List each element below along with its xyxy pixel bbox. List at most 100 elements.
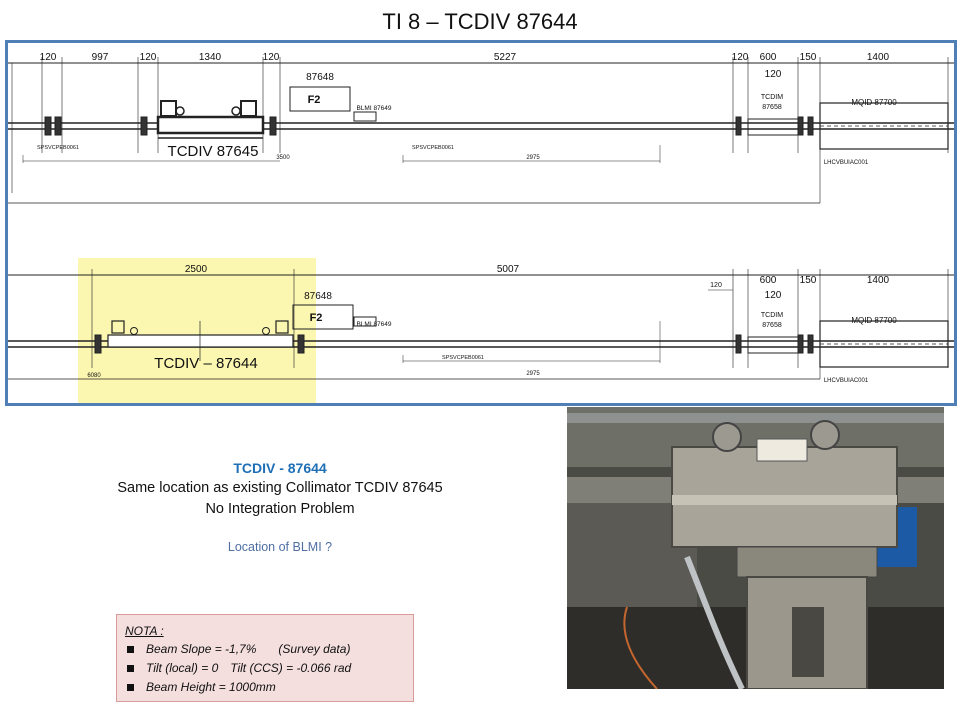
- tcdiv-87644-motor: [111, 320, 125, 334]
- nota-item-text: Beam Height = 1000mm: [146, 680, 276, 694]
- top-dim-text: 997: [92, 52, 109, 63]
- info-location-line: Same location as existing Collimator TCD…: [117, 480, 443, 496]
- bottom-label: 87658: [762, 322, 782, 329]
- f2-box-top: [289, 86, 351, 112]
- beamline-drawing-svg: 120 997 120 1340 120 5227 120 600 150 14…: [8, 52, 954, 403]
- tcdim-top: [747, 118, 799, 136]
- top-text: 120 997 120 1340 120 5227 120 600 150 14…: [37, 52, 897, 166]
- top-dim-text: 1400: [867, 52, 890, 63]
- nota-title: NOTA :: [125, 624, 164, 638]
- nota-item-note: (Survey data): [278, 642, 351, 656]
- f2-box-bottom: [292, 304, 354, 330]
- top-dim-text: 150: [800, 52, 817, 63]
- blmi-top: [353, 111, 377, 122]
- photo-actuator: [712, 422, 742, 452]
- bottom-label: MQID 87700: [851, 316, 897, 325]
- top-flange: [735, 116, 742, 136]
- photo-orange-cable: [623, 606, 658, 689]
- tcdiv-87644-body: [107, 334, 294, 348]
- nota-item-text: Tilt (local) = 0: [146, 661, 219, 675]
- top-label: 87658: [762, 104, 782, 111]
- photo-support-table: [736, 546, 878, 578]
- bottom-dim-text: 5007: [497, 264, 520, 275]
- bottom-dim-text: 120: [765, 290, 782, 301]
- top-label: BLMI 87649: [356, 105, 391, 112]
- slide-title: TI 8 – TCDIV 87644: [382, 9, 578, 34]
- info-blmi-question: Location of BLMI ?: [227, 540, 333, 554]
- top-label: SPSVCPEB0061: [37, 145, 79, 151]
- bottom-flange: [807, 334, 814, 354]
- nota-item-note: Tilt (CCS) = -0.066 rad: [230, 661, 352, 675]
- nota-box: NOTA : Beam Slope = -1,7% (Survey data) T…: [116, 614, 414, 702]
- top-dim-text: 120: [263, 52, 280, 63]
- blmi-bottom: [353, 316, 377, 327]
- top-flange: [797, 116, 804, 136]
- nota-item-text: Beam Slope = -1,7%: [146, 642, 257, 656]
- top-dim-text: 120: [765, 69, 782, 80]
- bottom-label: F2: [310, 312, 323, 324]
- info-integration-line: No Integration Problem: [205, 501, 355, 517]
- photo-actuator: [810, 420, 840, 450]
- tcdiv-87644-highlight: [78, 258, 316, 403]
- top-flange: [269, 116, 277, 136]
- tcdiv-87645-knob: [231, 106, 241, 116]
- photo-warning-label: [756, 438, 808, 462]
- bottom-flange: [735, 334, 742, 354]
- bottom-label: LHCVBUIAC001: [824, 378, 869, 384]
- photo-cable-tray: [567, 413, 944, 423]
- top-dim-text: 5227: [494, 52, 517, 63]
- tcdiv-87645-knob: [175, 106, 185, 116]
- beamline-drawing: 120 997 120 1340 120 5227 120 600 150 14…: [5, 40, 957, 406]
- bottom-dim-text: 1400: [867, 275, 890, 286]
- top-label: MQID 87700: [851, 98, 897, 107]
- bottom-label: TCDIM: [761, 312, 783, 319]
- bullet-icon: [127, 664, 134, 672]
- top-dim-text: 120: [40, 52, 57, 63]
- top-label: TCDIM: [761, 94, 783, 101]
- top-dim-text: 120: [140, 52, 157, 63]
- bottom-dim-text: 150: [800, 275, 817, 286]
- bottom-label: TCDIV – 87644: [154, 355, 257, 372]
- top-label: TCDIV 87645: [168, 143, 259, 160]
- tcdiv-87644-knob: [262, 327, 270, 335]
- top-layout: [8, 57, 954, 204]
- top-dim-text: 600: [760, 52, 777, 63]
- bottom-label: 87648: [304, 291, 332, 302]
- top-label: 87648: [306, 72, 334, 83]
- top-flange: [140, 116, 148, 136]
- top-flange: [807, 116, 814, 136]
- bullet-icon: [127, 645, 134, 653]
- bottom-flange: [94, 334, 102, 354]
- photo-cables: [684, 555, 745, 689]
- nota-item: Tilt (local) = 0 Tilt (CCS) = -0.066 rad: [125, 659, 405, 678]
- tcdiv-87644-knob: [130, 327, 138, 335]
- top-flange: [54, 116, 62, 136]
- bottom-label: BLMI 87649: [356, 321, 391, 328]
- bullet-icon: [127, 683, 134, 691]
- tcdiv-87645-motor: [160, 100, 177, 117]
- top-label: SPSVCPEB0061: [412, 145, 454, 151]
- bottom-label: SPSVCPEB0061: [442, 355, 484, 361]
- info-block: TCDIV - 87644 Same location as existing …: [60, 458, 500, 555]
- top-flange: [44, 116, 52, 136]
- bottom-flange: [797, 334, 804, 354]
- bottom-layout: [8, 269, 954, 380]
- top-dim-text: 120: [732, 52, 749, 63]
- top-label: 2975: [526, 155, 540, 161]
- nota-item: Beam Height = 1000mm: [125, 678, 405, 697]
- nota-item: Beam Slope = -1,7% (Survey data): [125, 640, 405, 659]
- top-dim-text: 1340: [199, 52, 222, 63]
- bottom-text: 2500 5007 120 600 150 1400 120 87648 F2 …: [87, 264, 897, 384]
- top-label: 3500: [276, 155, 290, 161]
- bottom-label: 6080: [87, 373, 101, 379]
- collimator-photo: [567, 407, 944, 689]
- tcdiv-87645-motor: [240, 100, 257, 117]
- collimator-photo-svg: [567, 407, 944, 689]
- tcdiv-87645-body: [156, 115, 265, 135]
- top-label: LHCVBUIAC001: [824, 160, 869, 166]
- photo-stand-opening: [792, 607, 824, 677]
- photo-tank-highlight: [672, 495, 897, 505]
- bottom-label: 2975: [526, 371, 540, 377]
- bottom-dim-text: 600: [760, 275, 777, 286]
- tcdiv-87644-motor: [275, 320, 289, 334]
